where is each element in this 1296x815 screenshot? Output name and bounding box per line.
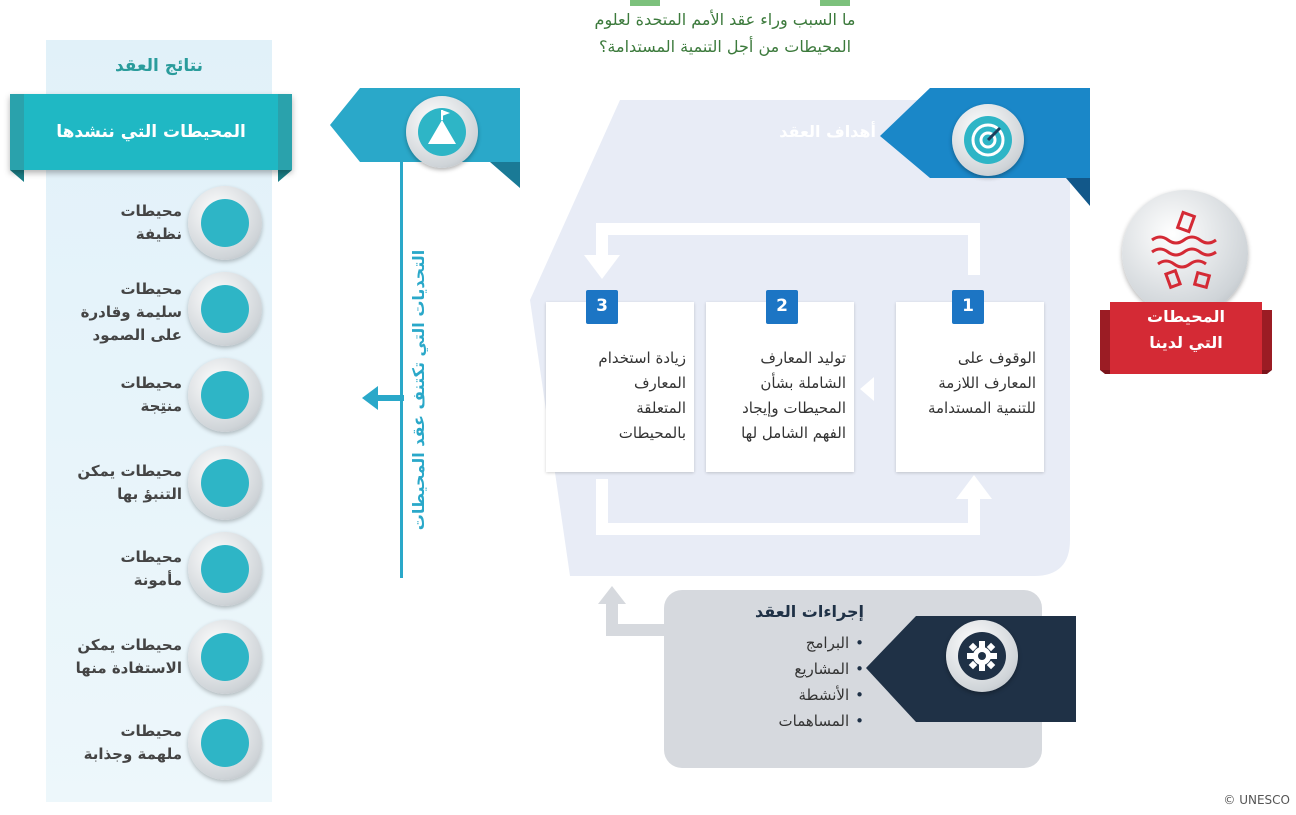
result-item-circle <box>188 186 262 260</box>
result-item-label: محيطات ملهمة وجذابة <box>62 720 182 766</box>
actions-arrow-icon <box>598 586 672 636</box>
actions-item: البرامج <box>700 630 864 656</box>
goal-step-2-number: 2 <box>766 290 798 324</box>
water-drop-cycle-icon <box>201 199 249 247</box>
result-item-label: محيطات يمكن التنبؤ بها <box>62 460 182 506</box>
result-item-line: محيطات يمكن <box>77 462 182 480</box>
challenges-label-wrap: التحديات التي تكتنف عقد المحيطات <box>409 250 429 530</box>
result-item-line: منتِجة <box>140 397 182 415</box>
banner-fold <box>10 170 292 182</box>
challenges-line <box>400 160 403 578</box>
result-item: محيطات نظيفة <box>62 186 262 262</box>
fish-net-icon <box>201 371 249 419</box>
buoy-icon <box>201 459 249 507</box>
goal-step-3-number: 3 <box>586 290 618 324</box>
result-item: محيطات منتِجة <box>62 358 262 434</box>
result-item-line: محيطات <box>120 202 182 220</box>
result-item-label: محيطات سليمة وقادرة على الصمود <box>62 278 182 347</box>
gear-icon <box>958 632 1006 680</box>
result-item-line: نظيفة <box>135 225 182 243</box>
goal-step-1-line: المعارف اللازمة <box>938 374 1036 392</box>
actions-title: إجراءات العقد <box>754 602 864 621</box>
actions-item: الأنشطة <box>700 682 864 708</box>
target-icon <box>964 116 1012 164</box>
goal-step-2-line: الفهم الشامل لها <box>741 424 846 442</box>
goal-step-1-line: الوقوف على <box>957 349 1036 367</box>
copyright: © UNESCO <box>1223 793 1290 807</box>
goal-step-3-line: زيادة استخدام <box>598 349 686 367</box>
question-line-2: المحيطات من أجل التنمية المستدامة؟ <box>598 37 852 56</box>
result-item-line: محيطات يمكن <box>77 636 182 654</box>
result-item-circle <box>188 358 262 432</box>
result-item: محيطات مأمونة <box>62 532 262 608</box>
result-item-label: محيطات مأمونة <box>62 546 182 592</box>
header-tab-right <box>820 0 850 6</box>
cycle-arrows <box>584 223 992 535</box>
actions-item: المشاريع <box>700 656 864 682</box>
polluted-ocean-icon <box>1151 210 1217 290</box>
result-item-line: على الصمود <box>92 326 182 344</box>
goals-icon-circle <box>952 104 1024 176</box>
actions-item: المساهمات <box>700 708 864 734</box>
goal-step-2-line: الشاملة بشأن <box>760 374 846 392</box>
coral-icon <box>201 285 249 333</box>
goal-step-3: زيادة استخدام المعارف المتعلقة بالمحيطات <box>546 302 694 472</box>
actions-list: البرامج المشاريع الأنشطة المساهمات <box>700 630 864 734</box>
result-item-line: سليمة وقادرة <box>80 303 182 321</box>
challenges-arrow-icon <box>362 386 404 410</box>
ocean-now-label: المحيطات التي لدينا <box>1118 304 1254 356</box>
result-item-circle <box>188 620 262 694</box>
results-title: نتائج العقد <box>114 56 204 76</box>
inspiring-ocean-icon <box>201 719 249 767</box>
result-item-circle <box>188 272 262 346</box>
result-item-line: محيطات <box>120 722 182 740</box>
goal-step-3-line: المتعلقة <box>636 399 686 417</box>
decade-question: ما السبب وراء عقد الأمم المتحدة لعلوم ال… <box>560 6 890 60</box>
result-item: محيطات يمكن التنبؤ بها <box>62 446 262 522</box>
result-item-circle <box>188 706 262 780</box>
result-item-line: الاستفادة منها <box>75 659 182 677</box>
header-tab-left <box>630 0 660 6</box>
actions-icon-circle <box>946 620 1018 692</box>
goal-step-1-line: للتنمية المستدامة <box>927 399 1036 417</box>
flag-mountain-icon <box>418 108 466 156</box>
result-item-line: التنبؤ بها <box>117 485 182 503</box>
result-item-circle <box>188 446 262 520</box>
goal-step-2: توليد المعارف الشاملة بشأن المحيطات وإيج… <box>706 302 854 472</box>
goal-step-1-text: الوقوف على المعارف اللازمة للتنمية المست… <box>904 346 1036 421</box>
result-item-line: محيطات <box>120 374 182 392</box>
question-line-1: ما السبب وراء عقد الأمم المتحدة لعلوم <box>594 10 856 29</box>
result-item: محيطات سليمة وقادرة على الصمود <box>62 272 262 348</box>
goal-step-3-line: بالمحيطات <box>618 424 686 442</box>
ocean-now-line-1: المحيطات <box>1147 307 1225 326</box>
result-item-label: محيطات نظيفة <box>62 200 182 246</box>
ocean-now-line-2: التي لدينا <box>1149 333 1223 352</box>
goal-step-2-line: المحيطات وإيجاد <box>742 399 846 417</box>
challenges-label: التحديات التي تكتنف عقد المحيطات <box>409 250 429 530</box>
result-item-label: محيطات منتِجة <box>62 372 182 418</box>
result-item: محيطات ملهمة وجذابة <box>62 706 262 782</box>
goal-step-3-text: زيادة استخدام المعارف المتعلقة بالمحيطات <box>554 346 686 446</box>
ocean-now-banner <box>1100 302 1272 374</box>
goal-step-1: الوقوف على المعارف اللازمة للتنمية المست… <box>896 302 1044 472</box>
result-item-line: محيطات <box>120 548 182 566</box>
wave-warning-icon <box>201 545 249 593</box>
result-item-line: ملهمة وجذابة <box>83 745 182 763</box>
goal-step-1-number: 1 <box>952 290 984 324</box>
result-item-line: مأمونة <box>133 571 182 589</box>
result-item: محيطات يمكن الاستفادة منها <box>62 620 262 696</box>
result-item-label: محيطات يمكن الاستفادة منها <box>62 634 182 680</box>
goal-step-3-line: المعارف <box>633 374 686 392</box>
result-item-circle <box>188 532 262 606</box>
result-item-line: محيطات <box>120 280 182 298</box>
goal-step-2-line: توليد المعارف <box>760 349 846 367</box>
goals-title: أهداف العقد <box>779 122 876 141</box>
goal-step-2-text: توليد المعارف الشاملة بشأن المحيطات وإيج… <box>714 346 846 446</box>
results-banner: المحيطات التي ننشدها <box>24 94 278 170</box>
challenges-icon-circle <box>406 96 478 168</box>
open-lock-icon <box>201 633 249 681</box>
ocean-now-circle <box>1122 190 1248 316</box>
